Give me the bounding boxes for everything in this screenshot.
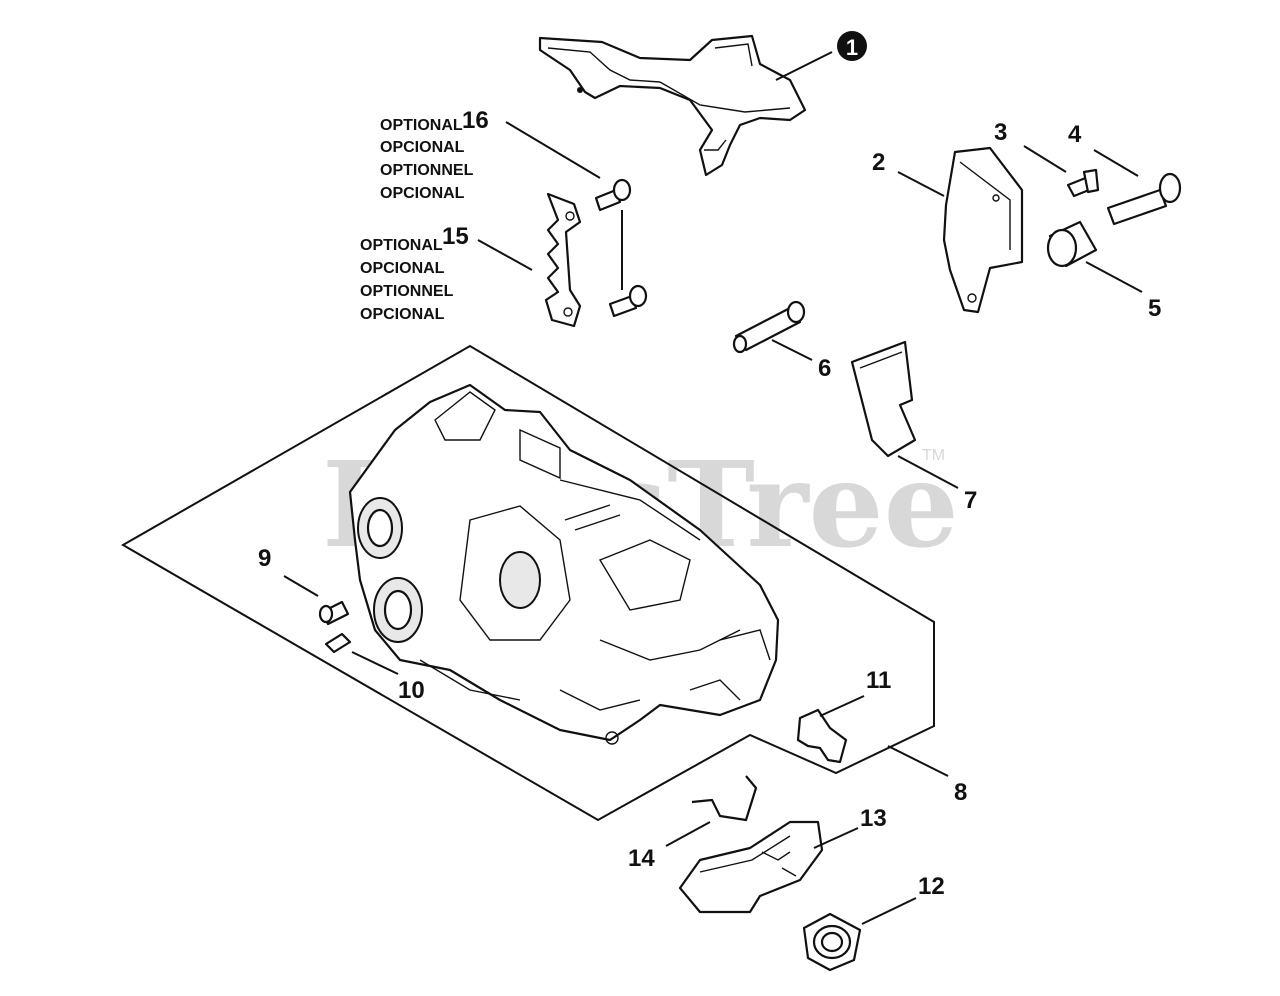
- callout-16[interactable]: 16: [462, 107, 489, 134]
- part-5-bushing[interactable]: [1046, 220, 1098, 268]
- optional-16-line-4: OPCIONAL: [380, 185, 465, 202]
- leader-lines: [283, 51, 1143, 925]
- callout-8[interactable]: 8: [954, 779, 967, 806]
- part-11-clip[interactable]: [796, 708, 848, 764]
- part-16-screws[interactable]: [594, 178, 648, 318]
- part-4-bolt[interactable]: [1106, 172, 1182, 226]
- callout-12[interactable]: 12: [918, 873, 945, 900]
- part-7-plate[interactable]: [850, 340, 917, 458]
- optional-15-line-2: OPCIONAL: [360, 260, 445, 277]
- optional-16-line-1: OPTIONAL: [380, 117, 463, 134]
- part-2-bracket[interactable]: [942, 146, 1024, 314]
- optional-label-16: OPTIONAL OPCIONAL OPTIONNEL OPCIONAL: [380, 117, 474, 202]
- callout-9[interactable]: 9: [258, 545, 271, 572]
- part-13-cover[interactable]: [678, 820, 824, 914]
- callout-13[interactable]: 13: [860, 805, 887, 832]
- callout-5[interactable]: 5: [1148, 295, 1161, 322]
- callout-15[interactable]: 15: [442, 223, 469, 250]
- part-10-nut[interactable]: [324, 632, 352, 654]
- callout-7[interactable]: 7: [964, 487, 977, 514]
- optional-15-line-3: OPTIONNEL: [360, 283, 454, 300]
- part-12-grommet[interactable]: [802, 912, 862, 972]
- callout-2[interactable]: 2: [872, 149, 885, 176]
- callout-1[interactable]: 1: [837, 31, 867, 61]
- callout-1-label: 1: [846, 35, 858, 60]
- part-1-plate[interactable]: [538, 34, 807, 177]
- part-3-screw[interactable]: [1066, 168, 1100, 198]
- callout-10[interactable]: 10: [398, 677, 425, 704]
- part-15-bumper-spike[interactable]: [544, 192, 582, 328]
- part-9-screw[interactable]: [318, 600, 350, 626]
- optional-label-15: OPTIONAL OPCIONAL OPTIONNEL OPCIONAL: [360, 237, 454, 323]
- assembly-boundary: [120, 344, 935, 822]
- optional-15-line-4: OPCIONAL: [360, 306, 445, 323]
- optional-16-line-3: OPTIONNEL: [380, 162, 474, 179]
- part-14-spring[interactable]: [691, 775, 758, 822]
- part-8-crankcase[interactable]: [348, 383, 780, 745]
- callout-4[interactable]: 4: [1068, 121, 1082, 148]
- optional-16-line-2: OPCIONAL: [380, 139, 465, 156]
- callout-14[interactable]: 14: [628, 845, 655, 872]
- optional-15-line-1: OPTIONAL: [360, 237, 443, 254]
- callout-11[interactable]: 11: [866, 667, 891, 694]
- watermark-tm: TM: [922, 447, 945, 464]
- callout-6[interactable]: 6: [818, 355, 831, 382]
- callout-3[interactable]: 3: [994, 119, 1007, 146]
- part-6-stud[interactable]: [732, 300, 806, 354]
